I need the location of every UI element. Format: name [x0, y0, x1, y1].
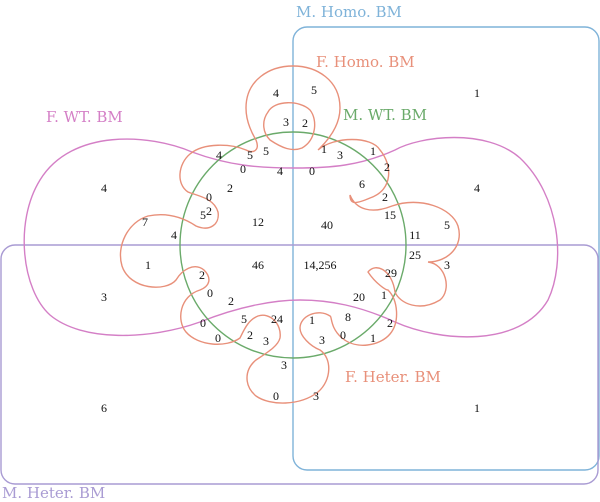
region-count: 4 — [474, 181, 480, 195]
region-count: 5 — [444, 218, 450, 232]
set-outline-f-homo — [119, 65, 460, 404]
region-count: 29 — [385, 266, 397, 280]
region-count: 40 — [321, 218, 333, 232]
region-count: 1 — [474, 401, 480, 415]
region-count: 3 — [313, 389, 319, 403]
region-count: 8 — [345, 310, 351, 324]
region-count: 14,256 — [304, 258, 337, 272]
region-count: 25 — [409, 248, 421, 262]
region-count: 1 — [309, 313, 315, 327]
region-count: 2 — [199, 268, 205, 282]
region-count: 4 — [216, 148, 222, 162]
region-count: 0 — [240, 162, 246, 176]
region-count: 3 — [319, 333, 325, 347]
region-count: 3 — [444, 258, 450, 272]
region-count: 0 — [207, 286, 213, 300]
region-count: 3 — [263, 334, 269, 348]
set-outline-m-heter — [0, 244, 599, 485]
set-outline-m-wt — [179, 131, 407, 359]
set-outline-f-wt — [23, 136, 559, 338]
region-count: 6 — [359, 177, 365, 191]
region-count: 3 — [337, 148, 343, 162]
set-label-f-heter: F. Heter. BM — [345, 368, 441, 386]
region-count: 2 — [387, 316, 393, 330]
region-count: 1 — [381, 288, 387, 302]
region-count: 5 — [241, 312, 247, 326]
region-count: 20 — [353, 290, 365, 304]
region-count: 0 — [215, 331, 221, 345]
set-label-f-wt: F. WT. BM — [46, 108, 123, 126]
set-outline-m-homo — [292, 26, 600, 471]
region-count: 4 — [273, 86, 279, 100]
region-count: 5 — [311, 83, 317, 97]
region-count: 2 — [228, 294, 234, 308]
region-count: 4 — [277, 164, 283, 178]
region-count: 7 — [142, 215, 148, 229]
region-count: 5 — [247, 148, 253, 162]
region-count: 1 — [145, 258, 151, 272]
region-count: 0 — [206, 190, 212, 204]
region-count: 3 — [283, 115, 289, 129]
region-count: 3 — [101, 290, 107, 304]
region-count: 6 — [101, 401, 107, 415]
set-label-m-homo: M. Homo. BM — [296, 3, 402, 21]
region-count: 1 — [321, 142, 327, 156]
set-label-m-heter: M. Heter. BM — [2, 484, 105, 502]
region-count: 46 — [252, 258, 264, 272]
region-count: 0 — [200, 316, 206, 330]
region-count: 2 — [247, 328, 253, 342]
region-count: 0 — [309, 164, 315, 178]
set-label-f-homo: F. Homo. BM — [316, 53, 415, 71]
region-count: 15 — [384, 208, 396, 222]
region-count: 5 — [263, 144, 269, 158]
region-count: 5 — [200, 208, 206, 222]
region-count: 2 — [206, 204, 212, 218]
region-count: 0 — [273, 389, 279, 403]
region-count: 11 — [409, 228, 421, 242]
set-label-m-wt: M. WT. BM — [343, 106, 427, 124]
region-count: 2 — [302, 116, 308, 130]
region-count: 1 — [370, 331, 376, 345]
region-count: 2 — [384, 160, 390, 174]
region-count: 3 — [281, 358, 287, 372]
set-outline-f-heter — [263, 102, 316, 151]
region-count: 4 — [171, 228, 177, 242]
region-count: 2 — [227, 181, 233, 195]
region-count: 0 — [340, 328, 346, 342]
region-count: 24 — [271, 312, 283, 326]
region-count: 4 — [101, 181, 107, 195]
region-count: 1 — [370, 144, 376, 158]
region-count: 1 — [474, 86, 480, 100]
region-count: 12 — [252, 215, 264, 229]
region-count: 2 — [382, 190, 388, 204]
